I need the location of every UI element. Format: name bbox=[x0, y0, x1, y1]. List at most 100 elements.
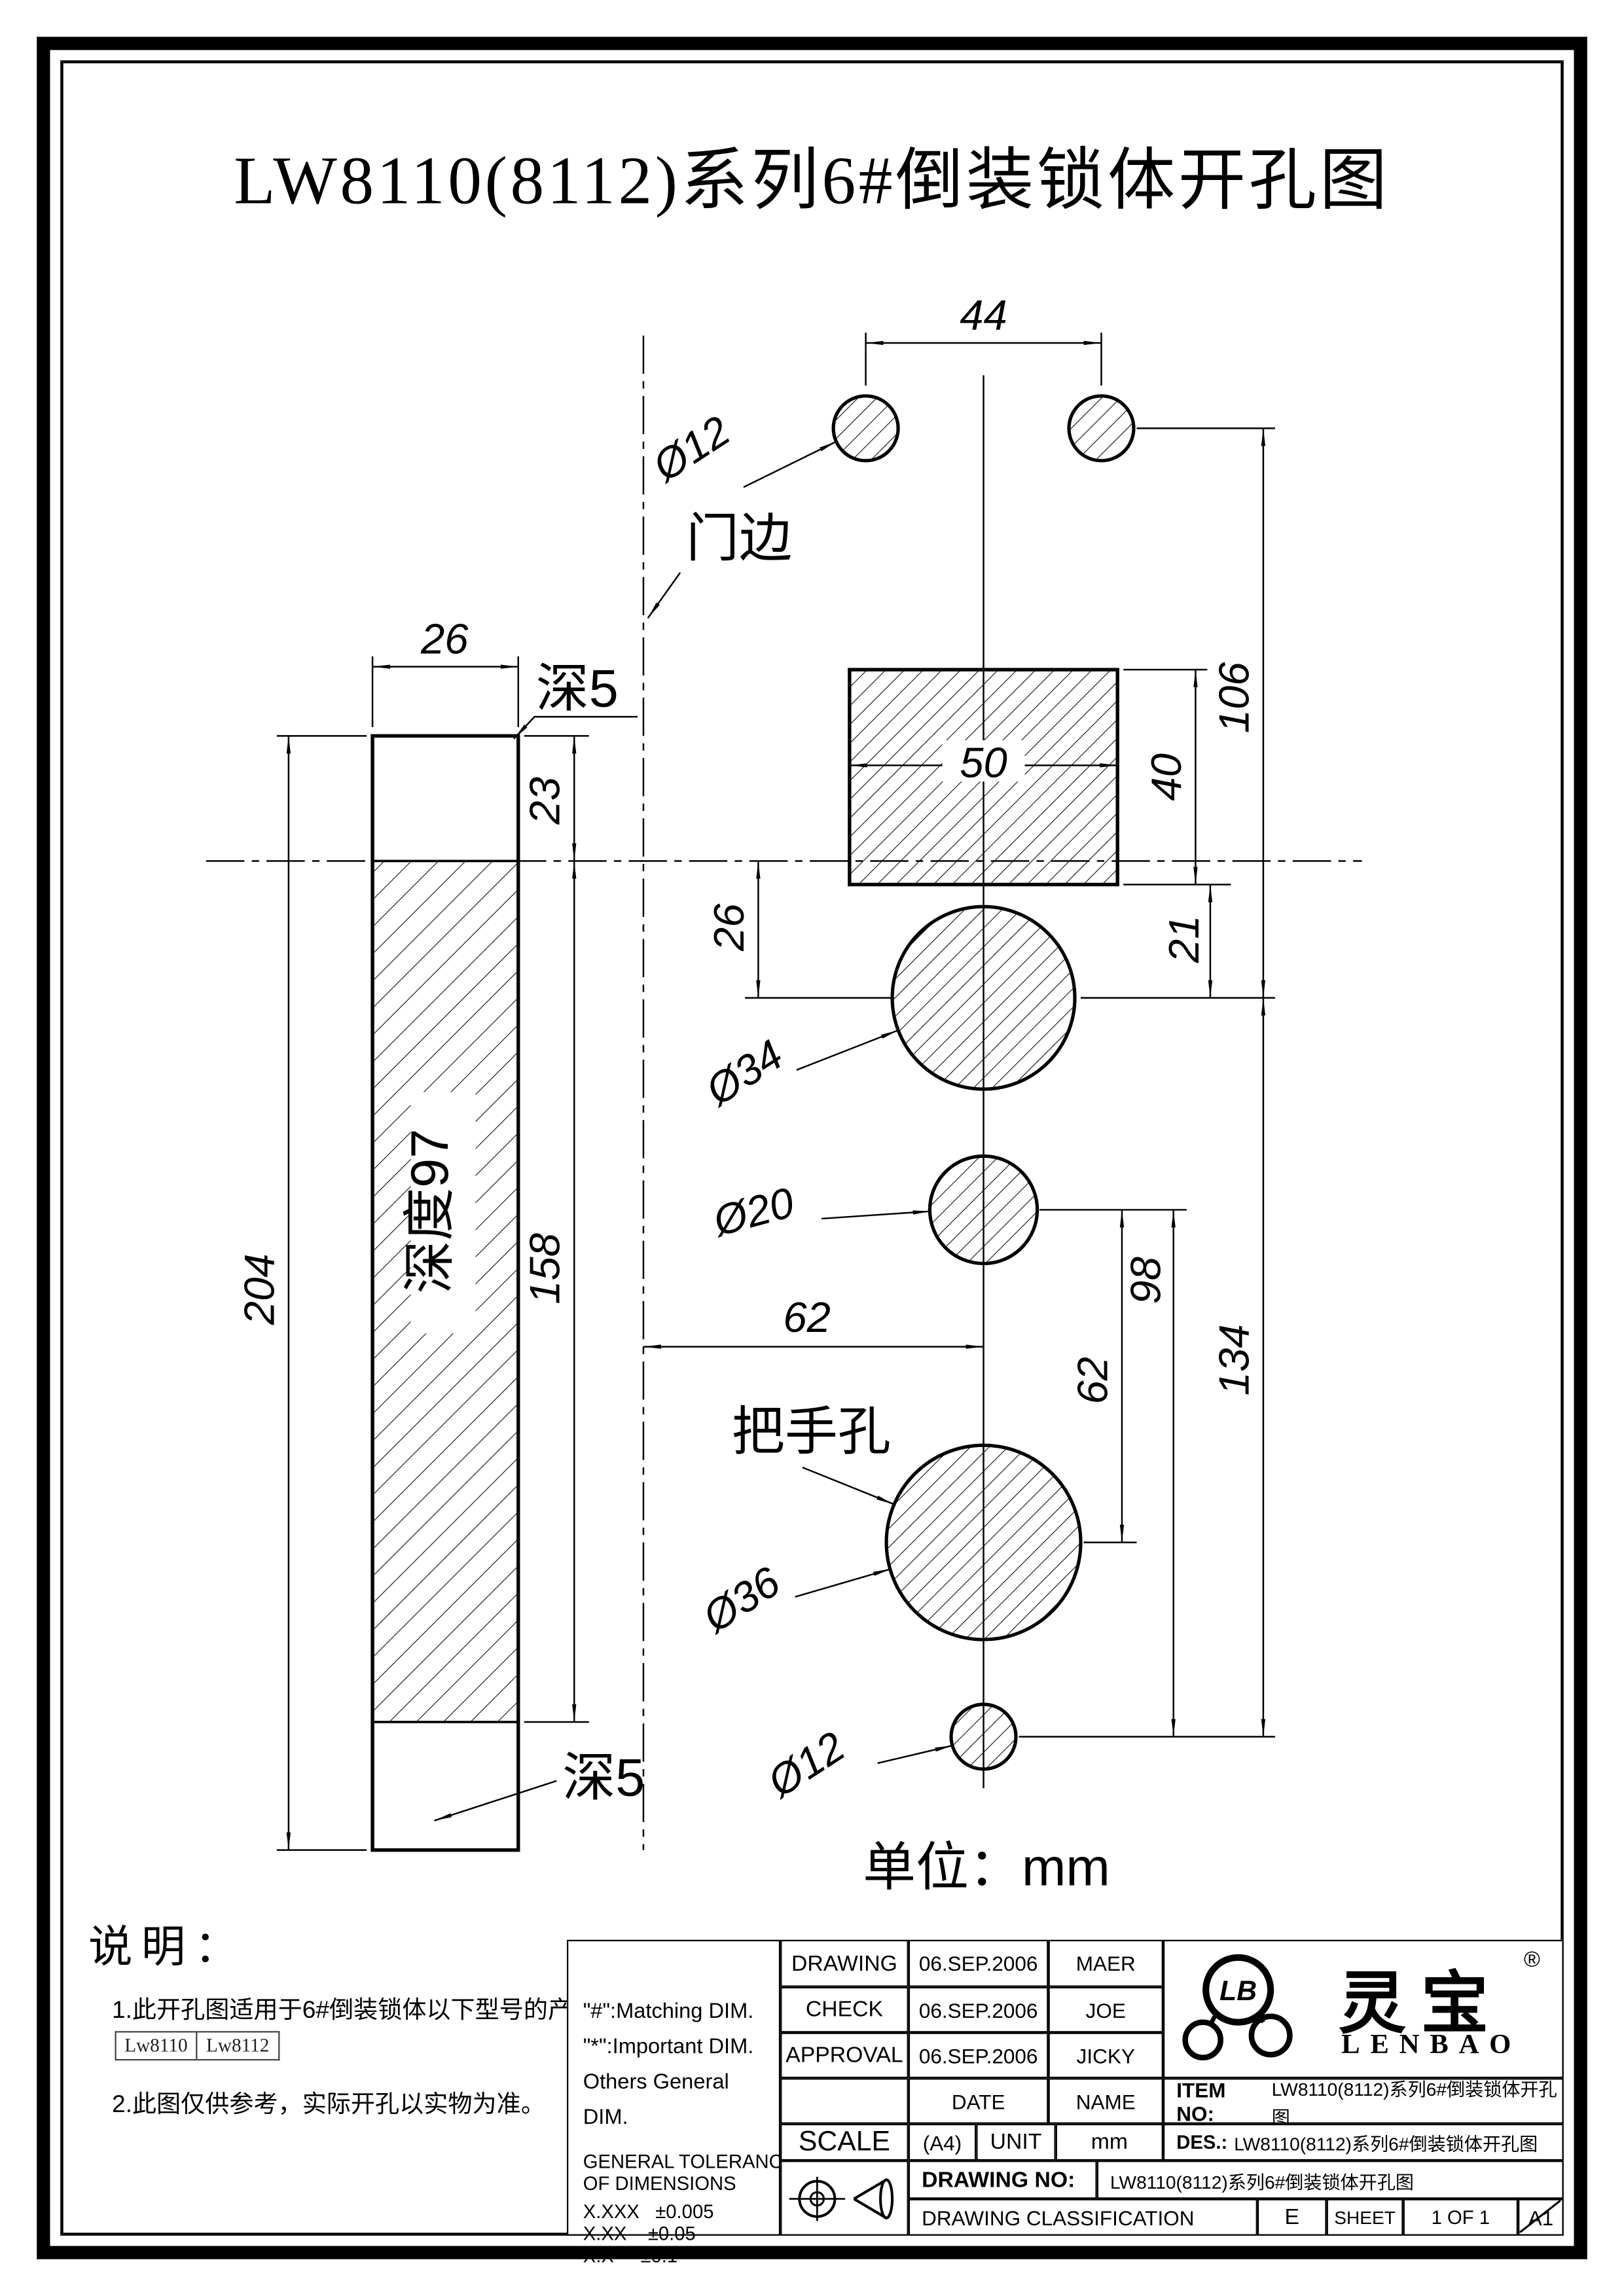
unit-label-cell: UNIT bbox=[976, 2123, 1056, 2161]
des-cell: DES.: LW8110(8112)系列6#倒装锁体开孔图 bbox=[1163, 2123, 1564, 2161]
empty-cell bbox=[780, 2078, 909, 2124]
note-line-2: 2.此图仅供参考，实际开孔以实物为准。 bbox=[111, 2091, 545, 2118]
note-line-1: 1.此开孔图适用于6#倒装锁体以下型号的产品： bbox=[111, 1997, 621, 2024]
dim-134-text: 134 bbox=[1210, 1324, 1257, 1395]
hole-12-bottom bbox=[949, 1702, 1018, 1771]
drawing-row-date: 06.SEP.2006 bbox=[908, 1939, 1049, 1987]
dim-62-horizontal: 62 bbox=[643, 1293, 984, 1349]
depth5-bottom-text: 深5 bbox=[562, 1748, 645, 1807]
approval-row-date: 06.SEP.2006 bbox=[908, 2032, 1049, 2079]
dia12-bottom-text: Ø12 bbox=[758, 1722, 853, 1806]
model-boxes: Lw8110 Lw8112 bbox=[115, 2031, 280, 2061]
depth5-top-text: 深5 bbox=[536, 659, 619, 718]
classification-value-cell: E bbox=[1257, 2198, 1327, 2236]
hole-12-top-right bbox=[1067, 394, 1136, 463]
hole-36-handle bbox=[884, 1443, 1083, 1641]
legend-others: Others General DIM. bbox=[583, 2070, 729, 2130]
label-depth5-bottom: 深5 bbox=[434, 1748, 645, 1821]
dim-21: 21 bbox=[1160, 884, 1213, 998]
dim-40: 40 bbox=[1123, 668, 1231, 886]
tolerance-row-2: X.XX ±0.05 bbox=[583, 2222, 696, 2245]
legend-cell: "#":Matching DIM. "*":Important DIM. Oth… bbox=[566, 1939, 795, 2267]
legend-important: "*":Important DIM. bbox=[583, 2035, 754, 2059]
drawing-no-value-cell: LW8110(8112)系列6#倒装锁体开孔图 bbox=[1096, 2161, 1564, 2199]
dim-23-text: 23 bbox=[521, 777, 569, 825]
page-title: LW8110(8112)系列6#倒装锁体开孔图 bbox=[234, 143, 1390, 218]
tolerance-row-3: X.X ±0.1 bbox=[583, 2244, 678, 2267]
label-door-edge: 门边 bbox=[647, 509, 792, 619]
brand-cell: LB 灵宝 ® LENBAO bbox=[1163, 1939, 1564, 2079]
hole-20 bbox=[928, 1154, 1039, 1266]
label-dia34: Ø34 bbox=[696, 1029, 899, 1115]
drawing-no-label-cell: DRAWING NO: bbox=[908, 2161, 1097, 2199]
des-value: LW8110(8112)系列6#倒装锁体开孔图 bbox=[1234, 2134, 1538, 2155]
dim-26-mid: 26 bbox=[705, 861, 893, 999]
approval-row-label: APPROVAL bbox=[780, 2032, 909, 2079]
check-row-label: CHECK bbox=[780, 1986, 909, 2033]
model-lw8112: Lw8112 bbox=[197, 2031, 280, 2061]
name-header-cell: NAME bbox=[1048, 2078, 1163, 2124]
dim-26-bar: 26 bbox=[371, 615, 519, 727]
notes-heading: 说明： bbox=[88, 1924, 247, 1973]
dim-106: 106 bbox=[1081, 427, 1275, 999]
logo-initials: LB bbox=[1219, 1975, 1257, 2007]
dim-106-text: 106 bbox=[1210, 662, 1257, 734]
sheet-outer-border bbox=[37, 37, 1587, 2259]
registered-mark: ® bbox=[1524, 1947, 1540, 1973]
dia36-text: Ø36 bbox=[693, 1557, 788, 1642]
dim-40-text: 40 bbox=[1142, 753, 1190, 801]
dim-26-mid-text: 26 bbox=[705, 903, 753, 952]
size-code: A1 bbox=[1528, 2205, 1554, 2229]
label-dia20: Ø20 bbox=[707, 1178, 931, 1246]
dim-98: 98 bbox=[1019, 1210, 1275, 1738]
handle-hole-text: 把手孔 bbox=[732, 1403, 891, 1462]
dim-62h-text: 62 bbox=[783, 1293, 831, 1341]
size-code-cell: A1 bbox=[1518, 2198, 1564, 2236]
model-lw8110: Lw8110 bbox=[115, 2031, 198, 2061]
label-dia12-bottom: Ø12 bbox=[758, 1722, 953, 1807]
scale-value-cell: (A4) bbox=[908, 2123, 977, 2161]
dia20-text: Ø20 bbox=[707, 1178, 799, 1246]
brand-chinese: 灵宝 bbox=[1338, 1966, 1504, 2041]
size-corner-slash-icon bbox=[1519, 2200, 1561, 2233]
item-no-cell: ITEM NO: LW8110(8112)系列6#倒装锁体开孔图 bbox=[1163, 2077, 1564, 2128]
check-row-name: JOE bbox=[1048, 1986, 1163, 2033]
dim-50-text: 50 bbox=[960, 738, 1007, 786]
dim-26-bar-text: 26 bbox=[420, 615, 469, 662]
dim-204: 204 bbox=[235, 735, 367, 1851]
tolerance-row-1: X.XXX ±0.005 bbox=[583, 2200, 714, 2223]
depth97-label: 深度97 bbox=[401, 1129, 460, 1294]
drawing-row-name: MAER bbox=[1048, 1939, 1163, 1987]
unit-value-cell: mm bbox=[1055, 2123, 1163, 2161]
dim-50: 50 bbox=[849, 738, 1118, 786]
door-edge-text: 门边 bbox=[686, 509, 792, 568]
dim-98-text: 98 bbox=[1121, 1257, 1169, 1304]
projection-symbol-icon bbox=[788, 2176, 893, 2221]
dim-134: 134 bbox=[1210, 997, 1266, 1737]
dim-62v-text: 62 bbox=[1068, 1357, 1116, 1405]
label-depth5-top: 深5 bbox=[513, 659, 638, 740]
holes bbox=[831, 394, 1136, 1771]
dia34-text: Ø34 bbox=[696, 1030, 791, 1115]
label-dia36: Ø36 bbox=[693, 1557, 892, 1642]
des-label: DES.: bbox=[1176, 2131, 1228, 2153]
projection-symbol-cell bbox=[780, 2161, 909, 2236]
unit-note: 单位：mm bbox=[863, 1839, 1110, 1897]
hole-34 bbox=[890, 905, 1077, 1091]
date-header-cell: DATE bbox=[908, 2078, 1049, 2124]
drawing-row-label: DRAWING bbox=[780, 1939, 909, 1987]
label-dia12-top: Ø12 bbox=[643, 406, 837, 491]
dim-21-text: 21 bbox=[1160, 915, 1208, 963]
brand-english: LENBAO bbox=[1341, 2029, 1522, 2061]
dim-44: 44 bbox=[865, 291, 1102, 386]
legend-matching: "#":Matching DIM. bbox=[583, 2000, 754, 2024]
lenbao-logo-icon: LB bbox=[1182, 1954, 1293, 2060]
dim-204-text: 204 bbox=[235, 1253, 283, 1325]
item-no-label: ITEM NO: bbox=[1176, 2077, 1226, 2125]
dim-158-text: 158 bbox=[521, 1233, 569, 1304]
tolerance-title-2: OF DIMENSIONS bbox=[583, 2172, 736, 2195]
dim-23: 23 bbox=[521, 735, 589, 861]
dia12-top-text: Ø12 bbox=[643, 406, 738, 491]
